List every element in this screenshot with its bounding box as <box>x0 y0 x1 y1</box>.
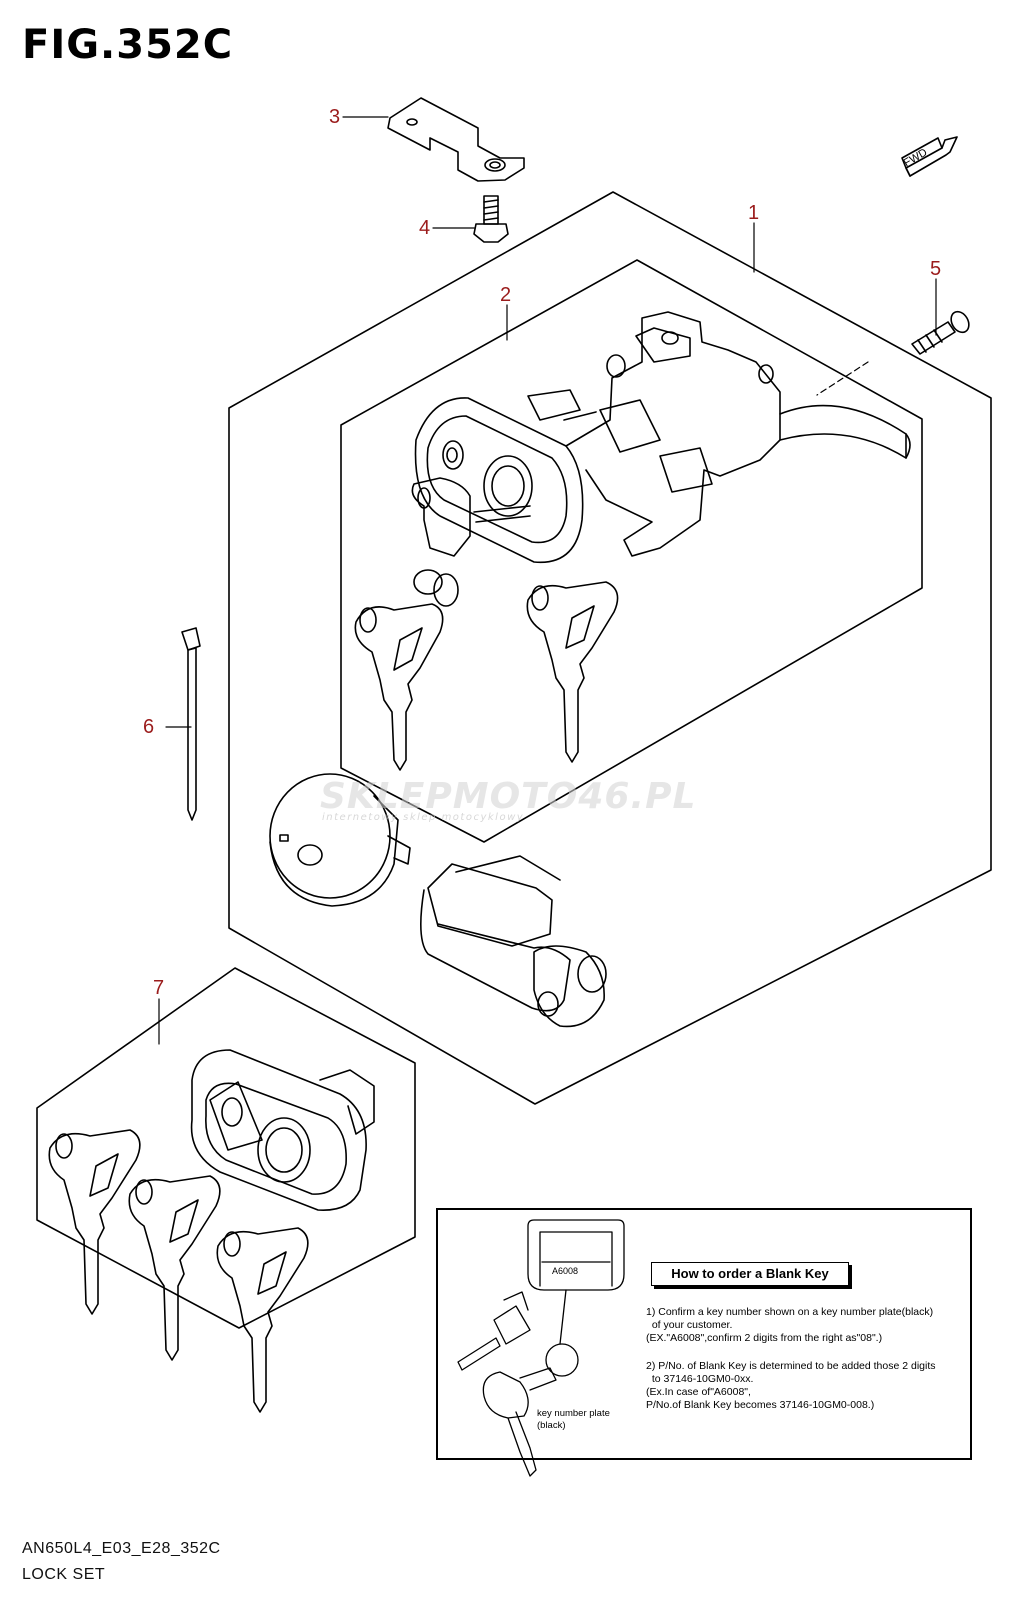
callout-5: 5 <box>930 258 942 280</box>
helmet-lock-part <box>420 855 607 1028</box>
blank-key-heading: How to order a Blank Key <box>651 1262 849 1286</box>
key-part <box>526 581 619 763</box>
blank-key-info-box <box>436 1208 972 1460</box>
leader-lines <box>158 116 937 1045</box>
callout-1: 1 <box>748 202 760 224</box>
key-part <box>354 569 459 771</box>
ignition-body-part <box>190 1049 375 1211</box>
watermark-subtext: internetowy sklep motocyklowy <box>322 812 525 823</box>
key-plate-code: A6008 <box>552 1266 579 1276</box>
callout-6: 6 <box>143 716 155 738</box>
blank-key-step-1: 1) Confirm a key number shown on a key n… <box>646 1306 934 1344</box>
seat-lock-part <box>269 773 411 907</box>
ignition-switch-part <box>411 311 911 564</box>
lock-set-frame <box>228 191 992 1105</box>
cable-tie-part <box>181 627 201 821</box>
flange-bolt-part <box>473 195 509 243</box>
callout-3: 3 <box>329 106 341 128</box>
key-plate-illustration <box>457 1219 625 1477</box>
key-part <box>128 1175 221 1361</box>
bracket-part <box>387 97 525 182</box>
key-part <box>48 1129 141 1315</box>
watermark: SKLEPMOTO46.PL <box>320 776 697 817</box>
screw-part <box>911 310 970 355</box>
ignition-switch-frame <box>340 259 923 843</box>
key-part <box>216 1227 309 1413</box>
fwd-arrow-icon <box>901 136 958 177</box>
key-plate-label: key number plate (black) <box>537 1408 610 1431</box>
model-code: AN650L4_E03_E28_352C <box>22 1540 221 1557</box>
figure-title: FIG.352C <box>22 22 234 68</box>
blank-set-frame <box>36 967 416 1329</box>
callout-7: 7 <box>153 977 165 999</box>
callout-2: 2 <box>500 284 512 306</box>
blank-key-step-2: 2) P/No. of Blank Key is determined to b… <box>646 1360 936 1411</box>
section-name: LOCK SET <box>22 1566 106 1583</box>
callout-4: 4 <box>419 217 431 239</box>
